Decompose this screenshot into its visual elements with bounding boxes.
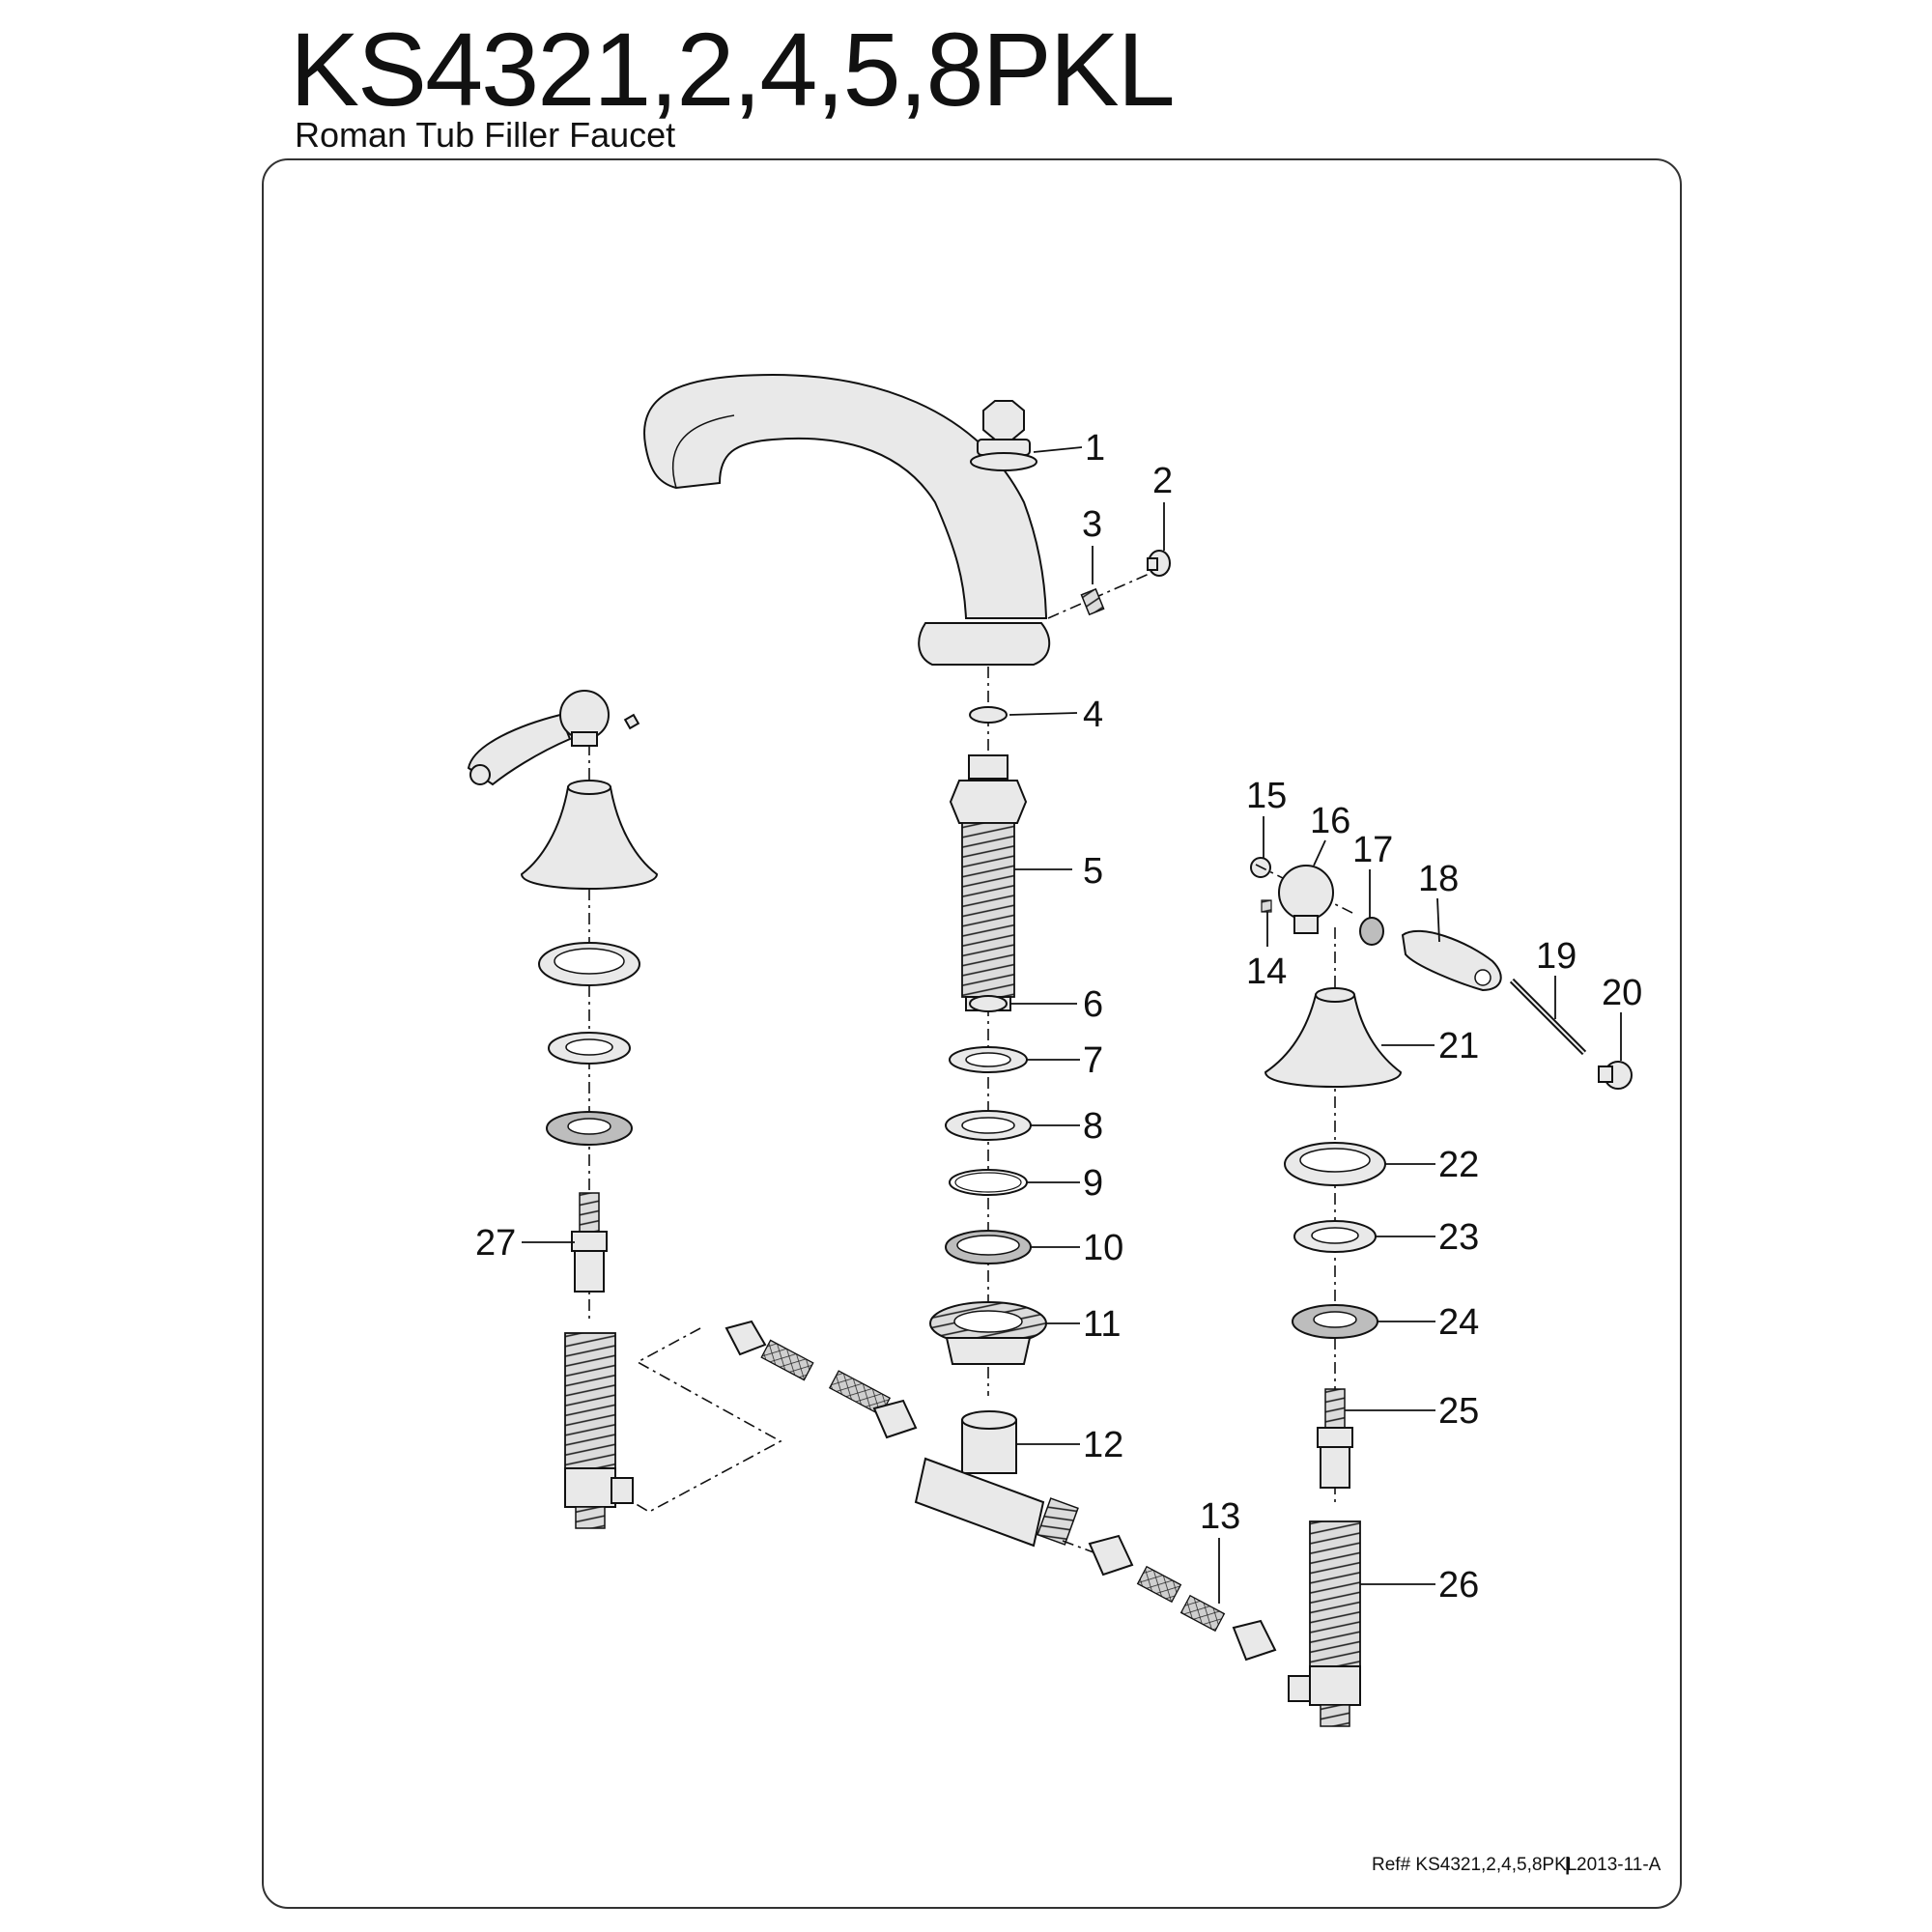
cartridge-25 bbox=[1317, 1388, 1353, 1489]
callout-24: 24 bbox=[1438, 1302, 1479, 1343]
callout-7: 7 bbox=[1083, 1040, 1103, 1081]
callout-12: 12 bbox=[1083, 1425, 1123, 1465]
callout-4: 4 bbox=[1083, 695, 1103, 735]
callout-17: 17 bbox=[1352, 830, 1393, 870]
left-cartridge-27 bbox=[571, 1192, 608, 1293]
screw-14 bbox=[1261, 899, 1272, 913]
button-cap-2 bbox=[1147, 550, 1171, 577]
callout-2: 2 bbox=[1152, 461, 1173, 501]
end-cap-20 bbox=[1598, 1061, 1633, 1090]
callout-18: 18 bbox=[1418, 859, 1459, 899]
spout bbox=[643, 373, 1051, 666]
callout-19: 19 bbox=[1536, 936, 1577, 977]
callout-5: 5 bbox=[1083, 851, 1103, 892]
o-ring-4 bbox=[969, 706, 1008, 724]
right-supply-hose-13 bbox=[1088, 1534, 1277, 1662]
callout-10: 10 bbox=[1083, 1228, 1123, 1268]
washer-7 bbox=[949, 1046, 1028, 1073]
callout-15: 15 bbox=[1246, 776, 1287, 816]
callout-1: 1 bbox=[1085, 428, 1105, 469]
callout-16: 16 bbox=[1310, 801, 1350, 841]
o-ring-6 bbox=[969, 995, 1008, 1012]
bushing-17 bbox=[1359, 917, 1384, 946]
left-valve-body bbox=[564, 1332, 634, 1529]
mounting-nut-11 bbox=[929, 1301, 1047, 1365]
left-hose-path bbox=[632, 1327, 782, 1513]
callout-21: 21 bbox=[1438, 1026, 1479, 1066]
flange-22 bbox=[1284, 1142, 1386, 1186]
handle-hub-16 bbox=[1278, 865, 1334, 934]
left-flange bbox=[538, 942, 640, 986]
left-lever-handle bbox=[467, 690, 640, 786]
callout-22: 22 bbox=[1438, 1145, 1479, 1185]
valve-body-26 bbox=[1288, 1520, 1361, 1727]
callout-27: 27 bbox=[475, 1223, 516, 1264]
callout-20: 20 bbox=[1602, 973, 1642, 1013]
callout-6: 6 bbox=[1083, 984, 1103, 1025]
callout-23: 23 bbox=[1438, 1217, 1479, 1258]
set-screw-axis bbox=[1047, 564, 1170, 619]
left-washer-a bbox=[548, 1032, 631, 1065]
rod-19 bbox=[1509, 978, 1587, 1056]
left-supply-hose bbox=[724, 1320, 918, 1439]
callout-3: 3 bbox=[1082, 504, 1102, 545]
callout-13: 13 bbox=[1200, 1496, 1240, 1537]
page-title: KS4321,2,4,5,8PKL bbox=[290, 11, 1176, 128]
footer-ref-number: Ref# KS4321,2,4,5,8PKL bbox=[1372, 1855, 1577, 1875]
callout-11: 11 bbox=[1083, 1304, 1121, 1345]
callout-26: 26 bbox=[1438, 1565, 1479, 1605]
gasket-9 bbox=[949, 1169, 1028, 1196]
right-escutcheon-21 bbox=[1264, 987, 1403, 1088]
callout-8: 8 bbox=[1083, 1106, 1103, 1147]
washer-10 bbox=[945, 1230, 1032, 1264]
washer-8 bbox=[945, 1110, 1032, 1141]
washer-24 bbox=[1292, 1304, 1378, 1339]
left-escutcheon bbox=[520, 780, 659, 890]
callout-14: 14 bbox=[1246, 952, 1287, 992]
leader-lines bbox=[522, 446, 1622, 1604]
callout-25: 25 bbox=[1438, 1391, 1479, 1432]
washer-23 bbox=[1293, 1220, 1377, 1253]
tee-fitting-12 bbox=[914, 1410, 1079, 1548]
lever-18 bbox=[1401, 929, 1502, 992]
callout-9: 9 bbox=[1083, 1163, 1103, 1204]
left-washer-b bbox=[546, 1111, 633, 1146]
shank-5 bbox=[949, 754, 1028, 1011]
footer-revision: 2013-11-A bbox=[1577, 1855, 1662, 1875]
diagram-frame bbox=[262, 158, 1682, 1909]
set-screw-3 bbox=[1080, 587, 1105, 616]
page-subtitle: Roman Tub Filler Faucet bbox=[295, 115, 676, 155]
footer-separator: | bbox=[1565, 1855, 1570, 1875]
